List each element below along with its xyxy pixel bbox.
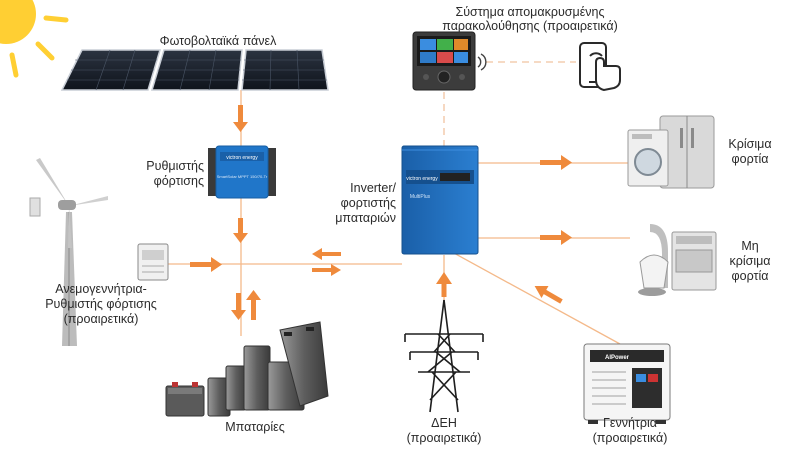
inverter-model: MultiPlus	[410, 194, 431, 200]
arrow-critical-right	[540, 155, 572, 170]
arrow-wind-right	[190, 257, 222, 272]
inverter-label-line2: φορτιστής	[340, 196, 396, 210]
generator-device: AlPower	[583, 343, 671, 424]
wifi-icon	[477, 53, 487, 71]
inverter-brand: victron energy	[406, 176, 438, 182]
pv-panels-label: Φωτοβολταϊκά πάνελ	[159, 34, 277, 48]
arrow-pv-down	[233, 105, 248, 132]
arrow-noncritical-right	[540, 230, 572, 245]
critical-loads-label-line1: Κρίσιμα	[728, 137, 772, 151]
arrow-battery-down	[231, 293, 246, 320]
noncritical-loads-label-line2: κρίσιμα	[729, 254, 771, 268]
noncritical-loads-label-line3: φορτία	[731, 269, 769, 283]
power-pylon	[404, 299, 484, 413]
generator-label-line2: (προαιρετικά)	[592, 431, 668, 445]
wind-controller-label-line2: Ρυθμιστής φόρτισης	[45, 297, 157, 311]
remote-monitoring-label-line1: Σύστημα απομακρυσμένης	[455, 5, 605, 19]
controller-brand: victron energy	[226, 155, 258, 161]
critical-loads-label-line2: φορτία	[731, 152, 769, 166]
generator-label-line1: Γεννήτρια	[603, 416, 657, 430]
wind-controller-label-line3: (προαιρετικά)	[63, 312, 139, 326]
monitor-dashed-lines	[443, 61, 576, 146]
grid-label-line2: (προαιρετικά)	[406, 431, 482, 445]
wind-controller-label-line1: Ανεμογεννήτρια-	[55, 282, 147, 296]
controller-model: SmartSolar MPPT 150/70-Tr	[217, 174, 268, 179]
remote-monitor-device	[412, 31, 476, 91]
charge-controller-label-line2: φόρτισης	[153, 174, 204, 188]
arrow-grid-up	[436, 272, 452, 297]
arrow-battery-up	[246, 290, 261, 320]
inverter-device: victron energy MultiPlus	[401, 145, 479, 255]
arrow-inverter-left	[312, 248, 341, 260]
grid-label-line1: ΔΕΗ	[431, 416, 457, 430]
noncritical-loads-appliances	[638, 224, 717, 296]
generator-brand: AlPower	[605, 355, 630, 361]
arrow-inverter-right	[312, 264, 341, 276]
sun-icon	[0, 0, 69, 78]
charge-controller-device: victron energy SmartSolar MPPT 150/70-Tr	[208, 145, 276, 199]
critical-loads-appliances	[627, 115, 715, 189]
wind-turbine	[29, 158, 108, 346]
charge-controller-label-line1: Ρυθμιστής	[146, 159, 204, 173]
inverter-label-line1: Inverter/	[350, 181, 396, 195]
batteries-group	[165, 321, 329, 417]
flow-arrows	[190, 105, 572, 320]
wind-controller-device	[137, 243, 169, 281]
noncritical-loads-label-line1: Μη	[741, 239, 759, 253]
arrow-controller-down	[233, 218, 248, 243]
smartphone-icon	[579, 42, 621, 92]
remote-monitoring-label-line2: παρακολούθησης (προαιρετικά)	[442, 19, 618, 33]
inverter-label-line3: μπαταριών	[335, 211, 396, 225]
arrow-generator-diag	[534, 285, 563, 304]
solar-panels	[60, 49, 329, 91]
batteries-label: Μπαταρίες	[225, 420, 285, 434]
